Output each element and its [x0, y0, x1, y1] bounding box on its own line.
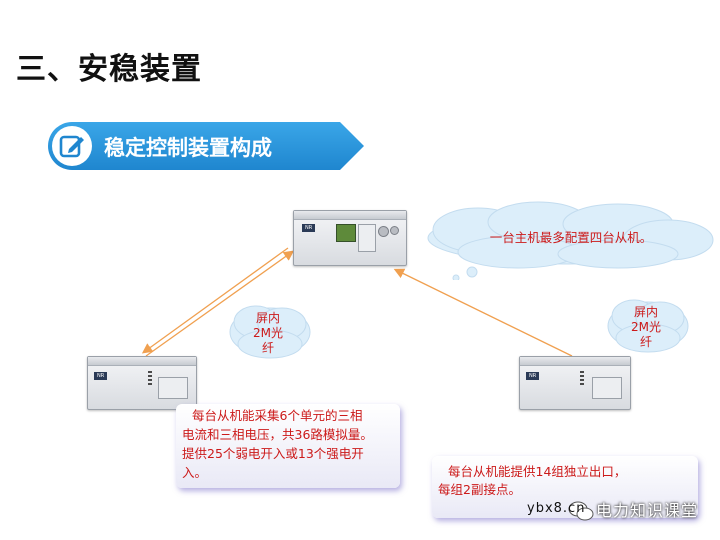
wechat-icon — [568, 501, 594, 521]
slave-device-left: NR — [87, 356, 197, 410]
slide-title: 三、安稳装置 — [16, 52, 202, 87]
master-device-keypad — [378, 226, 389, 237]
master-device-button — [390, 226, 399, 235]
master-device: NR — [293, 210, 407, 266]
left-fiber-label: 屏内 2M光 纤 — [253, 311, 283, 355]
slave-left-leds — [148, 371, 152, 387]
right-fiber-cloud — [607, 299, 689, 353]
arrow-master-to-left — [141, 247, 289, 354]
edit-icon — [59, 135, 84, 158]
master-note-cloud — [427, 201, 714, 280]
master-note-text: 一台主机最多配置四台从机。 — [489, 230, 653, 245]
slave-left-device-label: NR — [94, 372, 108, 380]
watermark-site: ybx8.cn — [527, 501, 586, 516]
slave-input-info-box: 每台从机能采集6个单元的三相 电流和三相电压，共36路模拟量。 提供25个弱电开… — [176, 404, 400, 488]
slave-right-panel — [592, 377, 622, 399]
slave-right-device-label: NR — [526, 372, 540, 380]
banner-title: 稳定控制装置构成 — [104, 136, 272, 160]
slave-right-leds — [580, 371, 584, 387]
left-fiber-cloud — [229, 305, 311, 359]
master-device-screen — [336, 224, 356, 242]
watermark-text: 电力知识课堂 — [596, 501, 699, 520]
arrow-right-to-master — [393, 268, 573, 357]
slave-left-panel — [158, 377, 188, 399]
arrow-left-to-master — [145, 250, 295, 357]
master-device-label: NR — [302, 224, 316, 232]
right-fiber-label: 屏内 2M光 纤 — [631, 305, 661, 349]
slave-output-info-box: 每台从机能提供14组独立出口， 每组2副接点。 — [432, 456, 698, 518]
master-device-panel — [358, 224, 376, 252]
banner-arrow-shape — [48, 122, 364, 170]
slave-device-right: NR — [519, 356, 631, 410]
section-banner: 稳定控制装置构成 — [48, 122, 364, 170]
